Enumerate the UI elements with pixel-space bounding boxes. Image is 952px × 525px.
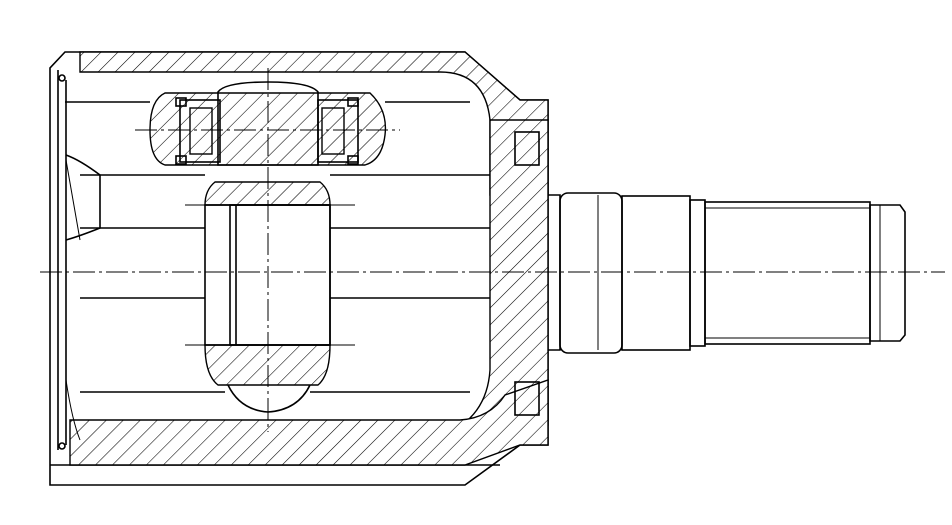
center-lines [40, 68, 945, 432]
housing-notch-bottom [514, 381, 540, 416]
output-shaft [548, 192, 906, 354]
housing-bottom-wall [69, 379, 549, 466]
tripod-spider [185, 181, 355, 413]
inner-race-lines [65, 101, 490, 393]
housing-notch-top [514, 131, 540, 166]
boot-cover [57, 70, 101, 450]
